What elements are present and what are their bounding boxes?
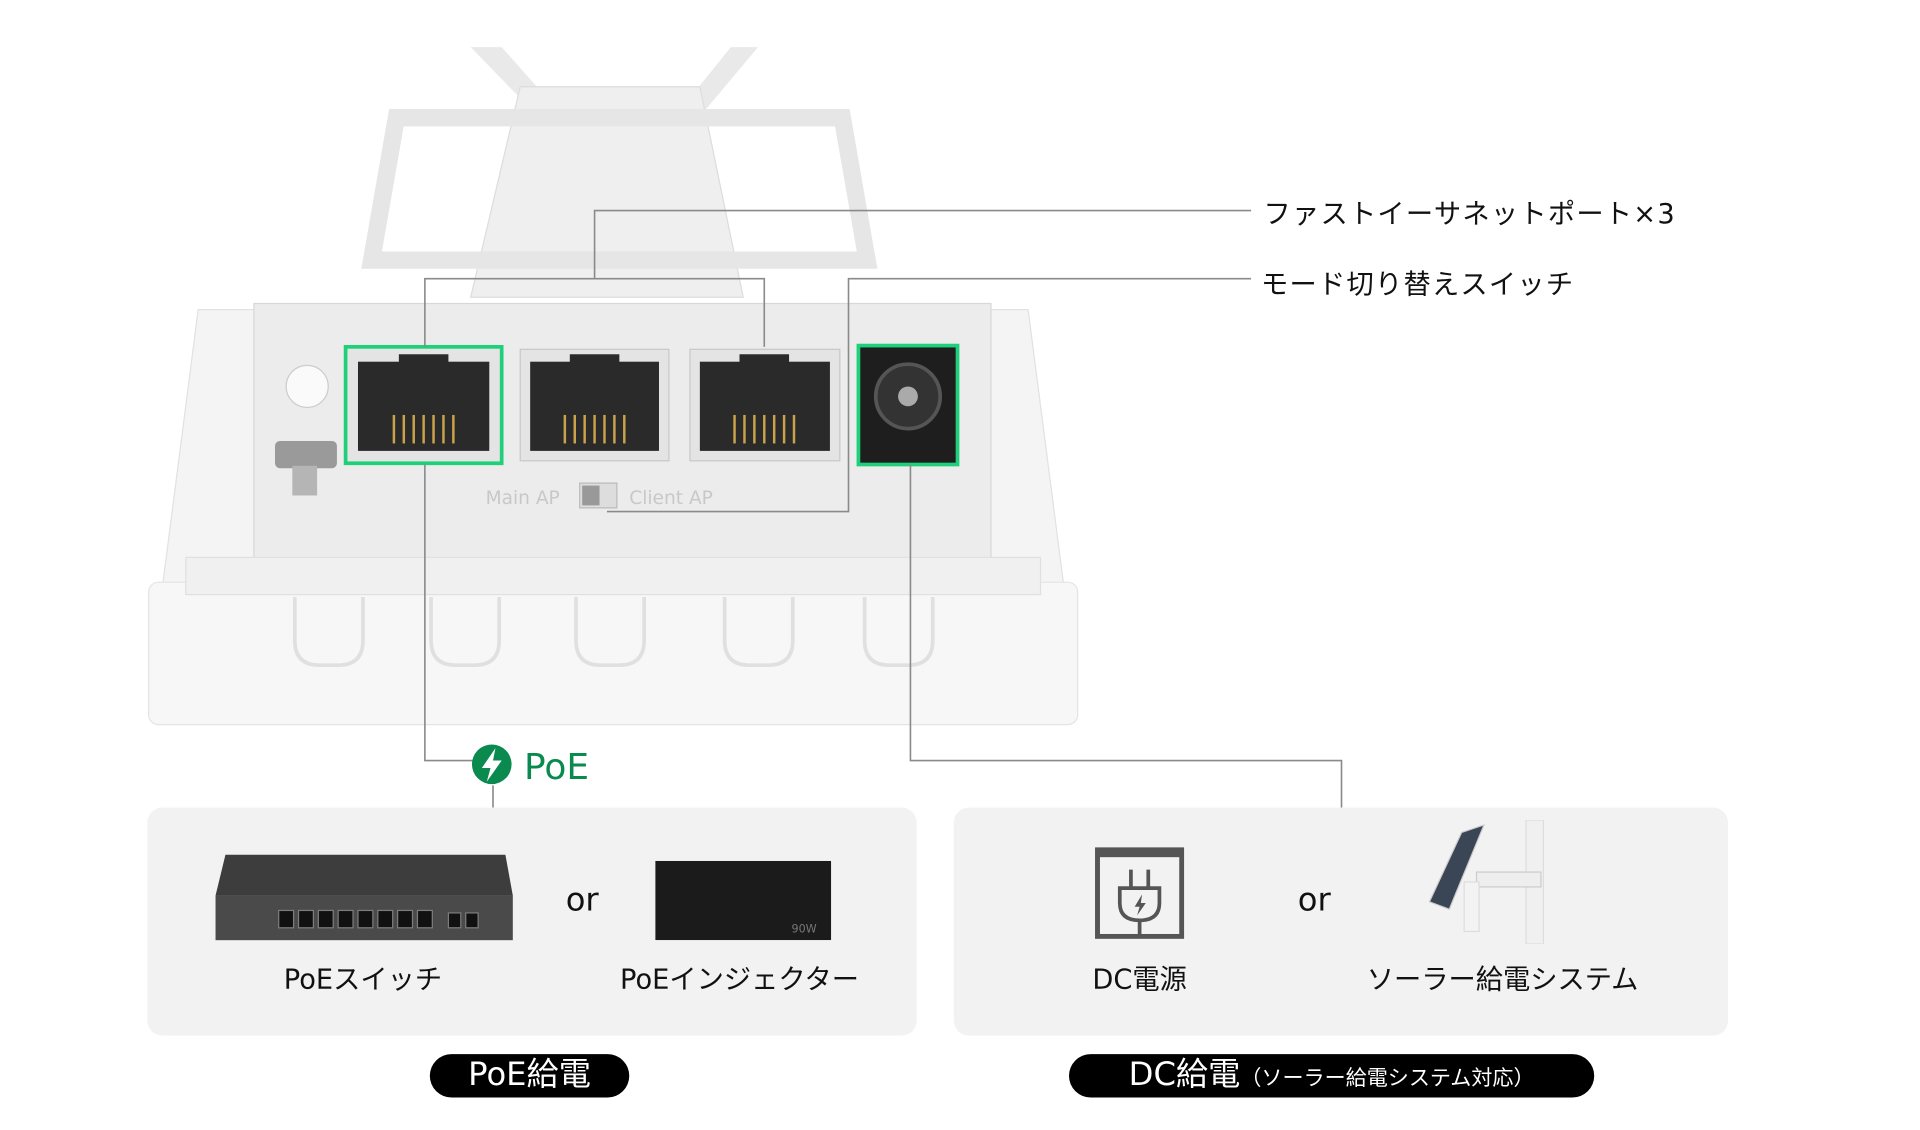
poe-or-text: or [565, 881, 599, 920]
reset-button [285, 364, 329, 409]
poe-power-caption: PoE給電 [429, 1054, 630, 1098]
dc-jack [856, 343, 960, 467]
poe-switch-label: PoEスイッチ [283, 964, 443, 996]
solar-system-image [1428, 820, 1545, 944]
lightning-icon [471, 744, 512, 785]
dc-power-label: DC電源 [1092, 964, 1187, 996]
poe-injector-label: PoEインジェクター [619, 964, 860, 996]
ethernet-port-1 [343, 344, 504, 466]
mode-switch: Main AP Client AP [486, 482, 713, 509]
poe-injector-image: 90W [655, 860, 832, 941]
callout-mode-switch: モード切り替えスイッチ [1260, 270, 1575, 302]
dc-caption-sub: （ソーラー給電システム対応） [1240, 1066, 1535, 1092]
mount-bracket [361, 47, 878, 298]
ethernet-port-2 [519, 348, 670, 462]
switch-label-main-ap: Main AP [486, 488, 560, 509]
poe-switch-image [215, 854, 513, 941]
callout-lines [424, 209, 1343, 808]
callout-ethernet-ports: ファストイーサネットポート×3 [1263, 199, 1676, 231]
ethernet-port-3 [689, 348, 841, 462]
dc-or-text: or [1297, 881, 1331, 920]
dc-power-panel [953, 807, 1728, 1036]
ground-screw [274, 440, 337, 496]
solar-system-label: ソーラー給電システム [1366, 964, 1639, 996]
dc-caption-main: DC給電 [1128, 1056, 1241, 1094]
switch-label-client-ap: Client AP [629, 488, 713, 509]
poe-label: PoE [523, 745, 590, 788]
injector-rating: 90W [792, 923, 817, 936]
dc-plug-icon [1095, 847, 1185, 939]
dc-power-caption: DC給電（ソーラー給電システム対応） [1068, 1054, 1595, 1098]
